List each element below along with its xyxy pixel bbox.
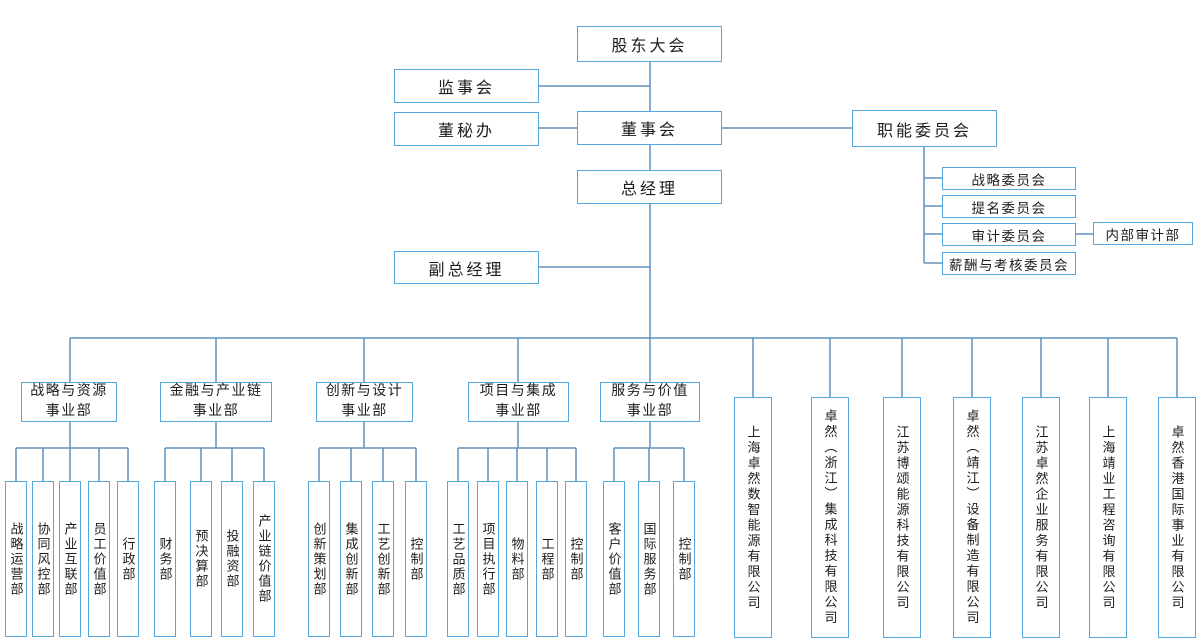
org-node-dept-chain-value: 产业链价值部 xyxy=(253,481,275,637)
org-node-dept-strategy-operations: 战略运营部 xyxy=(5,481,27,637)
org-node-dept-investment-financing: 投融资部 xyxy=(221,481,243,637)
org-node-dept-process-innovation: 工艺创新部 xyxy=(372,481,394,637)
org-node-internal-audit-dept: 内部审计部 xyxy=(1093,222,1193,245)
org-node-dept-control-service: 控制部 xyxy=(673,481,695,637)
org-node-dept-employee-value: 员工价值部 xyxy=(88,481,110,637)
org-node-dept-finance: 财务部 xyxy=(154,481,176,637)
org-node-division-finance-chain: 金融与产业链 事业部 xyxy=(160,382,272,422)
org-node-dept-customer-value: 客户价值部 xyxy=(603,481,625,637)
org-node-dept-integrated-innovation: 集成创新部 xyxy=(340,481,362,637)
org-node-audit-committee: 审计委员会 xyxy=(942,223,1076,246)
org-node-general-manager: 总经理 xyxy=(577,170,722,204)
org-node-company-zhuoran-zhejiang: 卓然（浙江）集成科技有限公司 xyxy=(811,397,849,638)
org-node-dept-industry-internet: 产业互联部 xyxy=(59,481,81,637)
org-node-dept-control-project: 控制部 xyxy=(565,481,587,637)
org-node-board-secretary-office: 董秘办 xyxy=(394,112,539,146)
org-node-compensation-committee: 薪酬与考核委员会 xyxy=(942,252,1076,275)
org-node-division-innovation-design: 创新与设计 事业部 xyxy=(316,382,413,422)
org-node-company-jiangsu-zhuoran: 江苏卓然企业服务有限公司 xyxy=(1022,397,1060,638)
org-node-dept-process-quality: 工艺品质部 xyxy=(447,481,469,637)
org-node-dept-materials: 物料部 xyxy=(506,481,528,637)
org-node-company-shanghai-jingye: 上海靖业工程咨询有限公司 xyxy=(1089,397,1127,638)
org-node-strategy-committee: 战略委员会 xyxy=(942,167,1076,190)
org-node-nomination-committee: 提名委员会 xyxy=(942,195,1076,218)
org-node-dept-international-service: 国际服务部 xyxy=(638,481,660,637)
org-node-company-shanghai-zhuoran-digital: 上海卓然数智能源有限公司 xyxy=(734,397,772,638)
org-node-deputy-general-manager: 副总经理 xyxy=(394,251,539,284)
org-node-dept-budget: 预决算部 xyxy=(190,481,212,637)
org-node-company-zhuoran-jingjiang: 卓然（靖江）设备制造有限公司 xyxy=(953,397,991,638)
org-node-board-of-supervisors: 监事会 xyxy=(394,69,539,103)
org-node-dept-innovation-planning: 创新策划部 xyxy=(308,481,330,637)
org-node-functional-committees: 职能委员会 xyxy=(852,110,997,147)
org-node-dept-engineering: 工程部 xyxy=(536,481,558,637)
org-node-division-project-integration: 项目与集成 事业部 xyxy=(468,382,569,422)
org-node-division-service-value: 服务与价值 事业部 xyxy=(600,382,700,422)
org-node-board-of-directors: 董事会 xyxy=(577,111,722,145)
org-node-dept-control-innovation: 控制部 xyxy=(405,481,427,637)
org-node-shareholders-meeting: 股东大会 xyxy=(577,26,722,62)
org-node-dept-risk-control: 协同风控部 xyxy=(32,481,54,637)
org-node-company-jiangsu-bosong: 江苏博颂能源科技有限公司 xyxy=(883,397,921,638)
org-node-dept-project-execution: 项目执行部 xyxy=(477,481,499,637)
org-node-division-strategy-resources: 战略与资源 事业部 xyxy=(21,382,117,422)
org-node-dept-administration: 行政部 xyxy=(117,481,139,637)
org-node-company-zhuoran-hongkong: 卓然香港国际事业有限公司 xyxy=(1158,397,1196,638)
